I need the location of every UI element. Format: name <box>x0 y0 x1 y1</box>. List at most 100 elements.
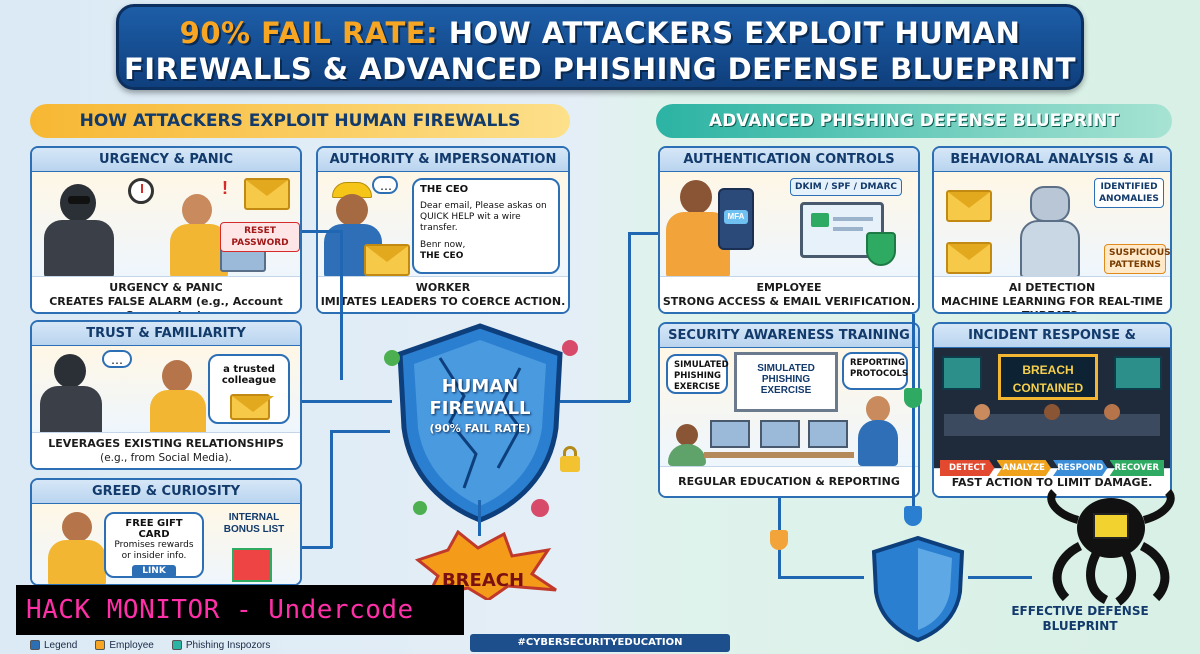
connector-urgency-v <box>340 230 343 380</box>
panel-trust-caption: LEVERAGES EXISTING RELATIONSHIPS (e.g., … <box>32 432 300 468</box>
training-monitor-3 <box>808 420 848 448</box>
legend-swatch <box>30 640 40 650</box>
panel-urgency-illustration: ! RESET PASSWORD <box>32 172 300 278</box>
panel-auth-caption: EMPLOYEE STRONG ACCESS & EMAIL VERIFICAT… <box>660 276 918 312</box>
auth-caption-line2: STRONG ACCESS & EMAIL VERIFICATION. <box>662 295 916 308</box>
connector-incident-final <box>968 576 1032 579</box>
panel-training-illustration: SIMULATED PHISHING EXERCISE SIMULATED PH… <box>660 348 918 466</box>
urgency-caption-line1: URGENCY & PANIC <box>109 281 223 294</box>
analyst-1-head <box>974 404 990 420</box>
stage-detect: DETECT <box>940 460 995 476</box>
right-section-heading: ADVANCED PHISHING DEFENSE BLUEPRINT <box>656 104 1172 138</box>
panel-greed: GREED & CURIOSITY FREE GIFT CARD Promise… <box>30 478 302 586</box>
robot-head <box>1030 186 1070 222</box>
trust-envelope-icon <box>230 394 274 420</box>
effective-defense-line1: EFFECTIVE DEFENSE <box>1011 604 1149 618</box>
reporting-protocols-tag: REPORTING PROTOCOLS <box>842 352 908 390</box>
legend-item: Employee <box>95 639 154 651</box>
gift-card-link[interactable]: LINK <box>132 565 176 578</box>
panel-trust-title: TRUST & FAMILIARITY <box>32 322 300 346</box>
panel-auth: AUTHENTICATION CONTROLS MFA DKIM / SPF /… <box>658 146 920 314</box>
panel-urgency: URGENCY & PANIC ! RESET PASSWORD URGENCY… <box>30 146 302 314</box>
defense-shield-icon <box>871 535 965 643</box>
title-line-2: FIREWALLS & ADVANCED PHISHING DEFENSE BL… <box>124 52 1076 86</box>
incident-stages: DETECT ANALYZE RESPOND RECOVER <box>940 460 1164 476</box>
ai-envelope-icon <box>946 190 992 222</box>
gift-card-popup: FREE GIFT CARD Promises rewards or insid… <box>104 512 204 578</box>
stage-analyze: ANALYZE <box>996 460 1051 476</box>
worker-body <box>170 224 228 278</box>
panel-behavioral-caption: AI DETECTION MACHINE LEARNING FOR REAL-T… <box>934 276 1170 312</box>
legend-swatch <box>95 640 106 650</box>
soc-screen-right <box>1114 356 1162 390</box>
human-firewall-shield: HUMAN FIREWALL (90% FAIL RATE) <box>380 318 580 528</box>
training-caption: REGULAR EDUCATION & REPORTING DRILLS. <box>660 466 918 496</box>
gift-box-icon <box>232 548 272 582</box>
title-line-1: 90% FAIL RATE: HOW ATTACKERS EXPLOIT HUM… <box>119 15 1081 51</box>
reset-password-tag: RESET PASSWORD <box>220 222 300 252</box>
gift-card-title: FREE GIFT CARD <box>125 518 183 540</box>
panel-greed-illustration: FREE GIFT CARD Promises rewards or insid… <box>32 504 300 584</box>
verified-shield-icon <box>866 232 896 266</box>
attacker-mask <box>68 196 90 204</box>
panel-authority-caption: WORKER IMITATES LEADERS TO COERCE ACTION… <box>318 276 568 312</box>
legend-label: Employee <box>109 639 154 651</box>
connector-right-h <box>628 232 658 235</box>
connector-greed-v <box>330 430 333 548</box>
panel-authority-title: AUTHORITY & IMPERSONATION <box>318 148 568 172</box>
title-banner: 90% FAIL RATE: HOW ATTACKERS EXPLOIT HUM… <box>116 4 1084 90</box>
suspicious-patterns-tag: SUSPICIOUS PATTERNS <box>1104 244 1170 274</box>
octopus-hacker-icon <box>1036 488 1186 608</box>
small-shield-orange-icon <box>770 530 788 550</box>
panel-incident-title: INCIDENT RESPONSE & REMEDIATION <box>934 324 1170 367</box>
speech-bubble-icon: … <box>372 176 398 194</box>
ceo-email-sign2: THE CEO <box>420 251 464 261</box>
panel-auth-illustration: MFA DKIM / SPF / DMARC <box>660 172 918 278</box>
shield-line1: HUMAN <box>441 376 519 397</box>
trust-caption-line1: LEVERAGES EXISTING RELATIONSHIPS <box>48 437 284 450</box>
effective-defense-line2: BLUEPRINT <box>1042 619 1118 633</box>
trust-attacker-head <box>54 354 86 388</box>
panel-urgency-caption: URGENCY & PANIC CREATES FALSE ALARM (e.g… <box>32 276 300 312</box>
greedy-worker-body <box>48 540 106 584</box>
analyst-3-head <box>1104 404 1120 420</box>
connector-trust <box>302 400 392 403</box>
legend-label: Legend <box>44 639 78 651</box>
hack-monitor-watermark: HACK MONITOR - Undercode <box>16 585 464 635</box>
ceo-email-from: THE CEO <box>420 184 469 195</box>
greedy-worker-head <box>62 512 92 542</box>
shield-icon <box>384 323 578 523</box>
panel-auth-title: AUTHENTICATION CONTROLS <box>660 148 918 172</box>
alert-icon: ! <box>222 178 228 198</box>
training-desk <box>704 452 854 458</box>
analyst-2-head <box>1044 404 1060 420</box>
ceo-email-card: THE CEO Dear email, Please askas on QUIC… <box>412 178 560 274</box>
bonus-list-label: INTERNAL BONUS LIST <box>223 512 285 535</box>
small-shield-green-icon <box>904 388 922 408</box>
panel-behavioral-title: BEHAVIORAL ANALYSIS & AI <box>934 148 1170 172</box>
identified-anomalies-tag: IDENTIFIED ANOMALIES <box>1094 178 1164 208</box>
trainer-head <box>866 396 890 422</box>
worker-head <box>182 194 212 226</box>
simulated-phishing-tag: SIMULATED PHISHING EXERCISE <box>666 354 729 394</box>
legend-swatch <box>171 640 182 650</box>
panel-authority: AUTHORITY & IMPERSONATION … THE CEO Dear… <box>316 146 570 314</box>
connector-greed <box>302 546 332 549</box>
padlock-icon <box>560 446 580 472</box>
ceo-email-sign1: Benr now, <box>420 240 466 250</box>
panel-trust: TRUST & FAMILIARITY … a trusted colleagu… <box>30 320 302 470</box>
behavioral-caption-line1: AI DETECTION <box>1008 281 1096 294</box>
title-line-1-rest: HOW ATTACKERS EXPLOIT HUMAN <box>448 16 1021 50</box>
breach-contained-screen: BREACH CONTAINED <box>998 354 1098 400</box>
trust-speech-icon: … <box>102 350 132 368</box>
trainee-1-body <box>668 444 706 466</box>
panel-training-title: SECURITY AWARENESS TRAINING <box>660 324 918 348</box>
connector-training-final-h <box>778 576 864 579</box>
connector-shield-right <box>560 400 630 403</box>
shield-line2: FIREWALL <box>429 398 531 419</box>
training-whiteboard: SIMULATED PHISHING EXERCISE <box>734 352 838 412</box>
legend-item: Phishing Inspozors <box>171 640 270 651</box>
gift-card-body: Promises rewards or insider info. <box>114 540 194 561</box>
title-accent: 90% FAIL RATE: <box>179 16 439 50</box>
